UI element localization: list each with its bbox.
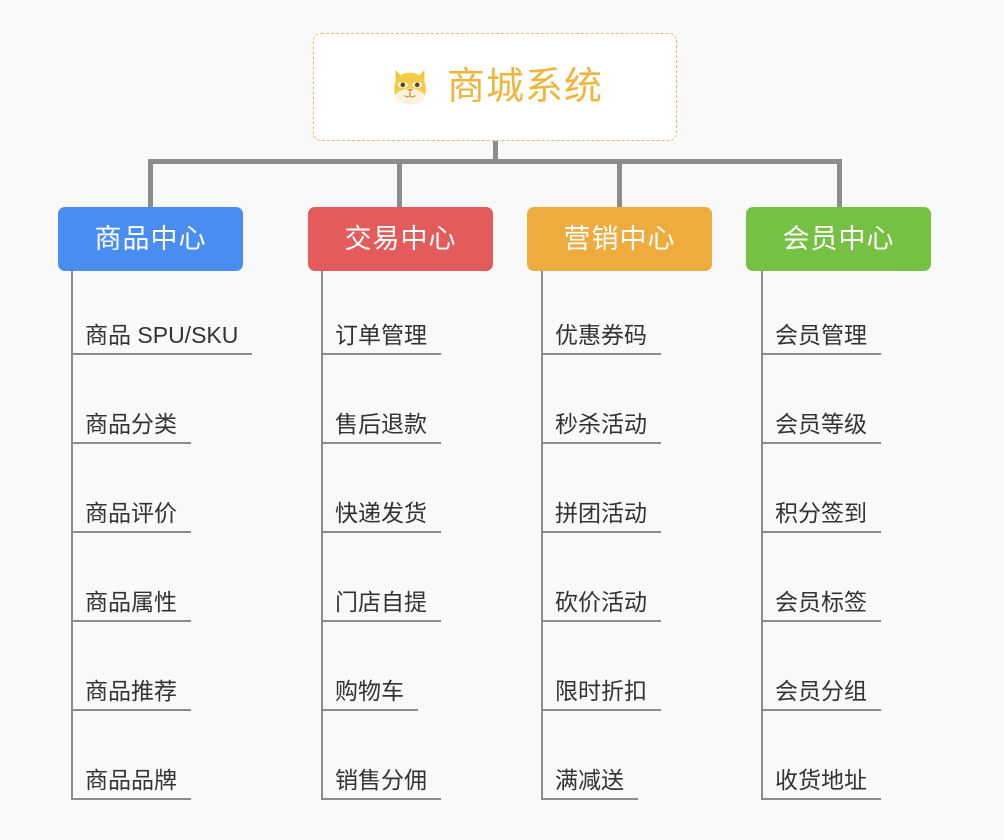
category-label-product-center: 商品中心 [94, 223, 207, 254]
leaf-label: 优惠券码 [555, 321, 647, 348]
category-label-member-center: 会员中心 [782, 223, 895, 254]
category-label-marketing-center: 营销中心 [563, 223, 676, 254]
leaf-item[interactable]: 秒杀活动 [541, 402, 661, 444]
spine-product-center [71, 271, 73, 798]
leaf-item[interactable]: 购物车 [321, 669, 418, 711]
leaf-item[interactable]: 会员标签 [761, 580, 881, 622]
leaf-item[interactable]: 门店自提 [321, 580, 441, 622]
leaf-label: 商品品牌 [85, 766, 177, 793]
category-box-member-center[interactable]: 会员中心 [746, 207, 931, 271]
leaf-label: 商品 SPU/SKU [85, 321, 239, 348]
spine-trade-center [321, 271, 323, 798]
drop-line-product-center [148, 159, 153, 209]
leaf-item[interactable]: 会员等级 [761, 402, 881, 444]
drop-line-marketing-center [617, 159, 622, 209]
leaf-label: 快递发货 [335, 499, 427, 526]
leaf-label: 购物车 [335, 677, 404, 704]
leaf-label: 商品分类 [85, 410, 177, 437]
leaf-item[interactable]: 商品品牌 [71, 758, 191, 800]
leaf-label: 满减送 [555, 766, 624, 793]
leaf-item[interactable]: 优惠券码 [541, 313, 661, 355]
drop-line-trade-center [397, 159, 402, 209]
leaf-item[interactable]: 收货地址 [761, 758, 881, 800]
leaf-label: 售后退款 [335, 410, 427, 437]
root-stem-line [493, 141, 498, 163]
leaf-label: 积分签到 [775, 499, 867, 526]
leaf-label: 销售分佣 [335, 766, 427, 793]
leaf-item[interactable]: 限时折扣 [541, 669, 661, 711]
leaf-item[interactable]: 砍价活动 [541, 580, 661, 622]
leaf-item[interactable]: 商品评价 [71, 491, 191, 533]
leaf-item[interactable]: 会员分组 [761, 669, 881, 711]
leaf-item[interactable]: 售后退款 [321, 402, 441, 444]
leaf-item[interactable]: 商品 SPU/SKU [71, 313, 253, 355]
leaf-item[interactable]: 商品分类 [71, 402, 191, 444]
category-box-trade-center[interactable]: 交易中心 [308, 207, 493, 271]
leaf-item[interactable]: 销售分佣 [321, 758, 441, 800]
category-box-marketing-center[interactable]: 营销中心 [527, 207, 712, 271]
leaf-label: 会员等级 [775, 410, 867, 437]
leaf-label: 拼团活动 [555, 499, 647, 526]
leaf-label: 订单管理 [335, 321, 427, 348]
leaf-item[interactable]: 积分签到 [761, 491, 881, 533]
root-node[interactable]: 商城系统 [313, 33, 677, 141]
leaf-label: 会员管理 [775, 321, 867, 348]
leaf-item[interactable]: 会员管理 [761, 313, 881, 355]
category-label-trade-center: 交易中心 [344, 223, 457, 254]
leaf-item[interactable]: 订单管理 [321, 313, 441, 355]
leaf-label: 收货地址 [775, 766, 867, 793]
dog-face-icon [394, 69, 426, 105]
leaf-label: 会员分组 [775, 677, 867, 704]
leaf-item[interactable]: 满减送 [541, 758, 638, 800]
leaf-label: 限时折扣 [555, 677, 647, 704]
leaf-label: 秒杀活动 [555, 410, 647, 437]
leaf-label: 会员标签 [775, 588, 867, 615]
leaf-label: 商品评价 [85, 499, 177, 526]
leaf-item[interactable]: 快递发货 [321, 491, 441, 533]
leaf-item[interactable]: 商品属性 [71, 580, 191, 622]
leaf-label: 商品属性 [85, 588, 177, 615]
leaf-item[interactable]: 商品推荐 [71, 669, 191, 711]
spine-member-center [761, 271, 763, 798]
drop-line-member-center [837, 159, 842, 209]
spine-marketing-center [541, 271, 543, 798]
leaf-label: 门店自提 [335, 588, 427, 615]
root-title: 商城系统 [446, 66, 603, 108]
category-box-product-center[interactable]: 商品中心 [58, 207, 243, 271]
leaf-label: 砍价活动 [555, 588, 647, 615]
leaf-item[interactable]: 拼团活动 [541, 491, 661, 533]
leaf-label: 商品推荐 [85, 677, 177, 704]
horizontal-bus-line [148, 159, 842, 164]
